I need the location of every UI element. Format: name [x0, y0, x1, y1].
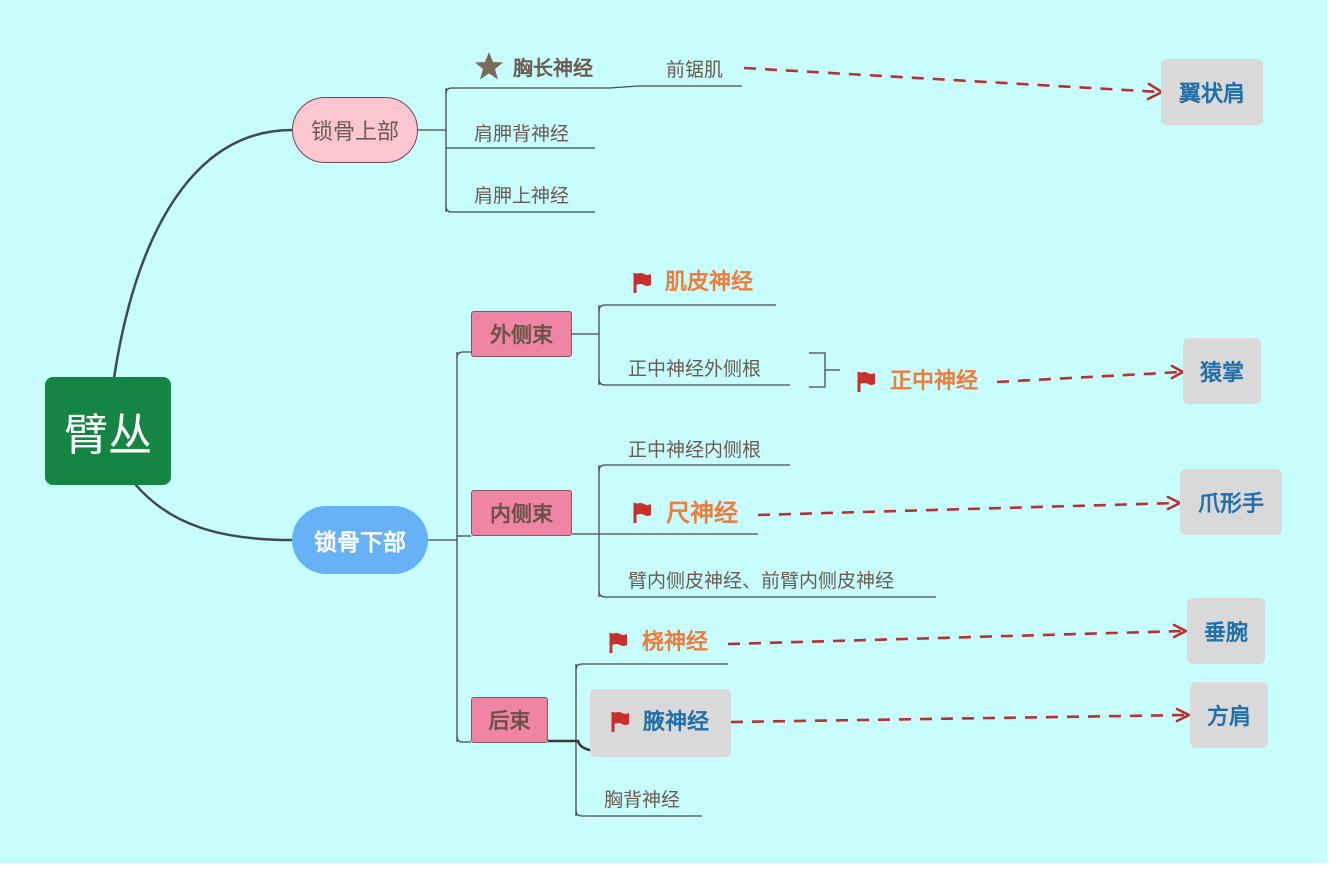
cutaneous-nerves[interactable]: 臂内侧皮神经、前臂内侧皮神经	[628, 570, 895, 592]
result-ape-hand[interactable]: 猿掌	[1183, 338, 1261, 404]
star-icon	[475, 52, 503, 80]
lateral-cord-node[interactable]: 外侧束	[471, 311, 572, 357]
medial-cord-node[interactable]: 内侧束	[471, 490, 572, 536]
suprascapular-nerve[interactable]: 肩胛上神经	[474, 185, 570, 207]
flag-icon	[609, 633, 627, 653]
root-node[interactable]: 臂丛	[45, 377, 171, 485]
serratus-anterior[interactable]: 前锯肌	[666, 59, 724, 81]
radial-nerve[interactable]: 桡神经	[642, 630, 709, 655]
lower-part-label: 锁骨下部	[314, 530, 406, 556]
arrow-claw-hand	[757, 501, 1179, 517]
upper-part-node[interactable]: 锁骨上部	[292, 97, 418, 163]
result-wrist-drop[interactable]: 垂腕	[1187, 598, 1265, 664]
arrow-wrist-drop	[727, 629, 1185, 646]
musculocutaneous-nerve[interactable]: 肌皮神经	[665, 270, 754, 295]
dorsal-scapular-nerve[interactable]: 肩胛背神经	[474, 123, 570, 145]
lower-part-node[interactable]: 锁骨下部	[292, 506, 428, 574]
result-square-shoulder[interactable]: 方肩	[1190, 682, 1268, 748]
flag-icon	[857, 372, 875, 392]
result-winged-scapula[interactable]: 翼状肩	[1161, 59, 1263, 125]
result-claw-hand[interactable]: 爪形手	[1180, 469, 1282, 535]
root-label: 臂丛	[64, 410, 152, 461]
median-nerve[interactable]: 正中神经	[890, 369, 979, 394]
median-nerve-lateral-root[interactable]: 正中神经外侧根	[628, 358, 762, 380]
link-root-lower	[134, 483, 293, 542]
thoracodorsal-nerve[interactable]: 胸背神经	[604, 789, 681, 811]
flag-icon	[633, 273, 651, 293]
arrow-square-shoulder	[730, 713, 1188, 724]
arrow-ape-hand	[996, 370, 1182, 384]
link-root-upper	[112, 128, 293, 379]
posterior-cord-node[interactable]: 后束	[471, 697, 548, 743]
arrow-winged-scapula	[743, 66, 1161, 94]
flag-icon	[611, 712, 629, 732]
flag-icon	[633, 503, 651, 523]
axillary-nerve[interactable]: 腋神经	[643, 710, 710, 735]
upper-part-label: 锁骨上部	[310, 120, 399, 145]
median-nerve-medial-root[interactable]: 正中神经内侧根	[628, 439, 762, 461]
long-thoracic-nerve[interactable]: 胸长神经	[513, 56, 593, 80]
ulnar-nerve[interactable]: 尺神经	[666, 499, 738, 527]
